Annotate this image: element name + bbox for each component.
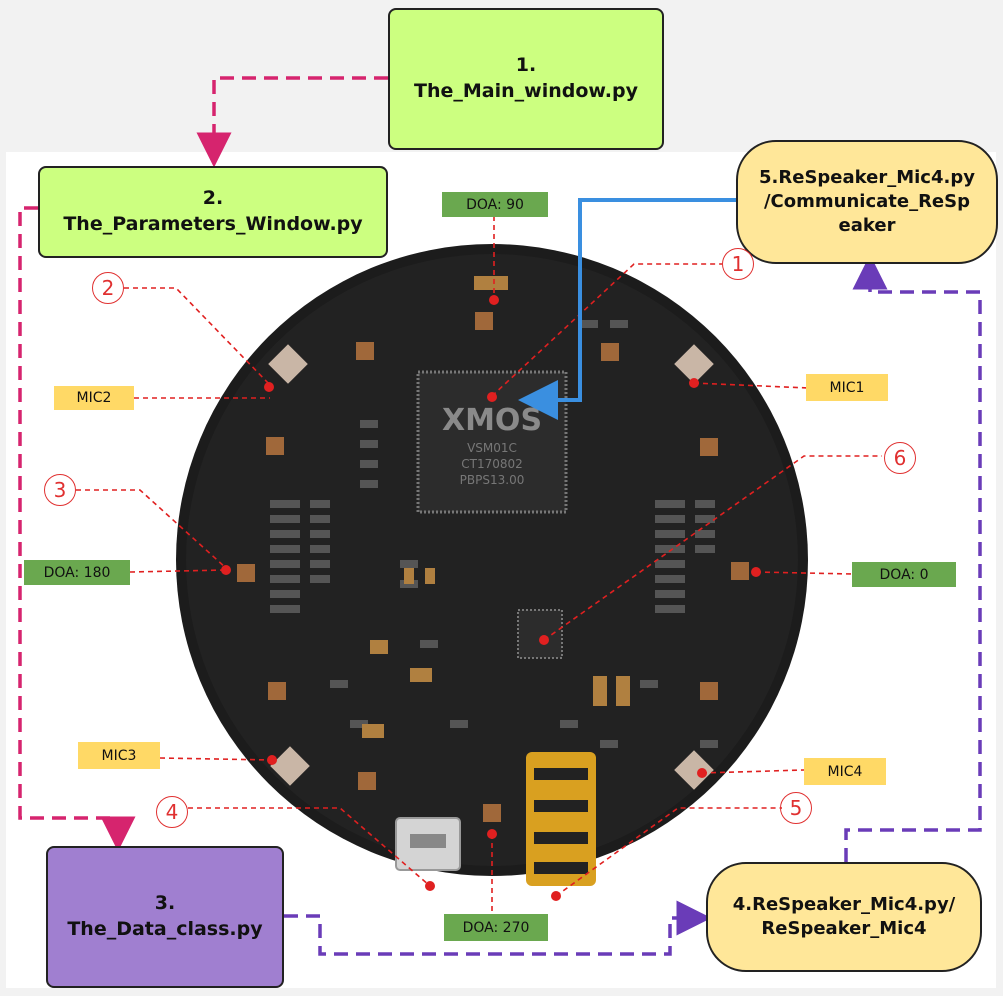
communicate-box[interactable]: 5.ReSpeaker_Mic4.py /Communicate_ReSp ea… [736, 140, 998, 264]
marker-4: 4 [156, 796, 188, 828]
chip-line-1: VSM01C [467, 441, 517, 455]
marker-1: 1 [722, 248, 754, 280]
main-window-box[interactable]: 1. The_Main_window.py [388, 8, 664, 150]
doa-90-label: DOA: 90 [442, 192, 548, 217]
mic2-label: MIC2 [54, 386, 134, 410]
data-class-box[interactable]: 3. The_Data_class.py [46, 846, 284, 988]
marker-5: 5 [780, 792, 812, 824]
chip-brand: XMOS [442, 403, 542, 438]
chip-line-2: CT170802 [461, 457, 523, 471]
doa-0-label: DOA: 0 [852, 562, 956, 587]
marker-6: 6 [884, 442, 916, 474]
audio-jack-icon [526, 752, 596, 886]
circuit-board-icon: XMOS VSM01C CT170802 PBPS13.00 [176, 244, 808, 886]
doa-180-label: DOA: 180 [24, 560, 130, 585]
chip-line-3: PBPS13.00 [460, 473, 525, 487]
respeaker-class-box[interactable]: 4.ReSpeaker_Mic4.py/ ReSpeaker_Mic4 [706, 862, 982, 972]
marker-2: 2 [92, 272, 124, 304]
mic1-label: MIC1 [806, 374, 888, 401]
parameters-window-box[interactable]: 2. The_Parameters_Window.py [38, 166, 388, 258]
marker-3: 3 [44, 474, 76, 506]
mic3-label: MIC3 [78, 742, 160, 769]
mic4-label: MIC4 [804, 758, 886, 785]
doa-270-label: DOA: 270 [444, 914, 548, 941]
